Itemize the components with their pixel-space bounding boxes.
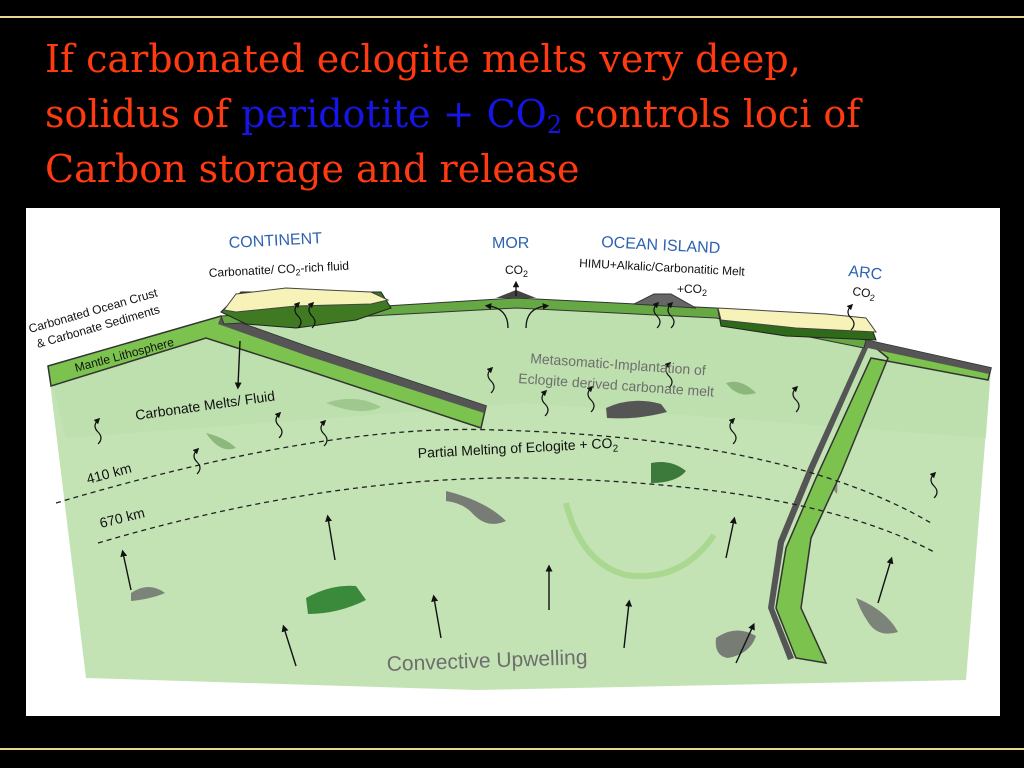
arc-slab — [775, 339, 992, 664]
carbon-cycle-diagram: CONTINENT MOR OCEAN ISLAND ARC Carbonati… — [27, 230, 992, 690]
upwelling-arrows — [120, 340, 894, 667]
title-line-2: solidus of peridotite + CO2 controls loc… — [45, 87, 1005, 142]
boundary-410 — [55, 428, 932, 524]
label-himu-co2-text: +CO — [677, 282, 702, 296]
eclogite-blobs — [131, 381, 898, 658]
label-arc-co2-text: CO — [852, 284, 872, 300]
label-continent: CONTINENT — [228, 230, 322, 252]
label-himu-co2-sub: 2 — [702, 288, 707, 298]
label-arc-co2: CO2 — [851, 284, 876, 303]
upper-mantle-band — [48, 298, 991, 438]
boundary-670 — [97, 477, 937, 554]
ocean-island-volcano — [632, 293, 697, 309]
label-carbonatite-sub: 2 — [295, 267, 301, 277]
title-line-1: If carbonated eclogite melts very deep, — [45, 37, 801, 81]
label-himu-co2: +CO2 — [677, 282, 707, 298]
top-rule — [0, 16, 1024, 18]
arc-crust — [717, 307, 878, 333]
slide-title: If carbonated eclogite melts very deep, … — [45, 32, 1005, 197]
convective-streak — [563, 502, 717, 580]
title-line-2-start: solidus of — [45, 92, 242, 136]
label-himu: HIMU+Alkalic/Carbonatitic Melt — [579, 256, 746, 279]
label-partial-melting-sub: 2 — [612, 443, 619, 454]
bottom-rule — [0, 748, 1024, 750]
label-mor-co2: CO2 — [505, 263, 528, 279]
label-mor-co2-sub: 2 — [523, 269, 528, 279]
label-mor-co2-text: CO — [505, 263, 523, 277]
label-carbonatite-rest: -rich fluid — [300, 259, 349, 276]
label-carbonatite-text: Carbonatite/ CO — [208, 261, 295, 280]
label-carbonatite: Carbonatite/ CO2-rich fluid — [208, 259, 349, 282]
title-line-3: Carbon storage and release — [45, 147, 580, 191]
continent-crust — [223, 287, 390, 313]
label-mor: MOR — [492, 235, 529, 252]
label-arc-co2-sub: 2 — [869, 293, 875, 304]
title-highlight-text: peridotite + CO — [241, 92, 547, 136]
label-arc: ARC — [848, 263, 883, 283]
melt-wiggle-arrows — [93, 301, 938, 499]
continent-slab — [47, 315, 487, 429]
title-highlight-subscript: 2 — [546, 111, 563, 139]
continent-slab-crust — [218, 316, 486, 413]
diagram-panel: CONTINENT MOR OCEAN ISLAND ARC Carbonati… — [26, 208, 1000, 716]
title-line-2-end: controls loci of — [562, 92, 861, 136]
mor-arrows — [484, 280, 550, 329]
title-highlight: peridotite + CO2 — [241, 92, 563, 139]
label-ocean-island: OCEAN ISLAND — [601, 234, 721, 257]
